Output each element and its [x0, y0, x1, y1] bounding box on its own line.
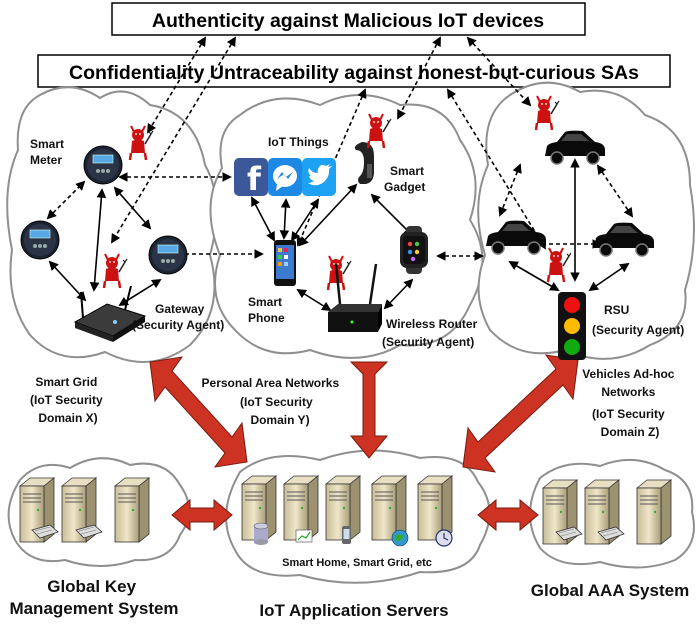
gateway-label: Gateway (Security Agent) [132, 302, 224, 332]
iot-things-label: IoT Things [268, 135, 329, 149]
rsu-label: RSU (Security Agent) [592, 303, 684, 337]
globe-icon [391, 529, 409, 547]
smart-gadget-label: Smart Gadget [384, 164, 427, 194]
pan-domain-label: Personal Area Networks (IoT Security Dom… [202, 376, 343, 427]
twitter-icon [302, 158, 336, 196]
big-arrow-kms-servers [171, 498, 233, 532]
authenticity-box [111, 2, 586, 36]
wireless-router-label: Wireless Router (Security Agent) [382, 317, 481, 349]
smart-grid-domain-label: Smart Grid (IoT Security Domain X) [30, 375, 106, 425]
smart-meter-top [83, 145, 123, 185]
aaa-label: Global AAA System [531, 581, 689, 600]
kms-label: Global Key Management System [9, 577, 178, 618]
gateway-router-icon [73, 285, 147, 342]
messenger-icon [268, 158, 302, 196]
aaa-servers [542, 479, 672, 545]
app-servers-label: IoT Application Servers [259, 601, 448, 620]
wireless-router-icon [328, 263, 382, 332]
smart-meter-label: Smart Meter [30, 137, 67, 167]
solid-links [48, 158, 630, 312]
confidentiality-label: Confidentiality Untraceability against h… [69, 62, 639, 84]
cloud-vanet [477, 81, 695, 360]
big-arrow-rsu-servers [462, 354, 579, 473]
smart-gadget-icon [354, 142, 374, 184]
chart-icon [295, 529, 313, 543]
vanet-domain-label: Vehicles Ad-hoc Networks (IoT Security D… [582, 367, 678, 439]
phone-icon [342, 526, 351, 544]
smart-meter-left [20, 220, 60, 260]
servers-caption: Smart Home, Smart Grid, etc [282, 557, 432, 569]
app-servers [241, 475, 453, 547]
clock-icon [435, 529, 453, 547]
kms-servers [19, 477, 150, 543]
big-arrow-servers-aaa [477, 498, 539, 532]
big-arrow-gateway-servers [149, 356, 248, 468]
big-arrows [149, 354, 579, 532]
svg-text:f: f [247, 160, 262, 198]
smart-meter-right [148, 235, 188, 275]
smart-phone-icon [274, 240, 296, 286]
traffic-light-icon [558, 292, 586, 360]
smart-phone-label: Smart Phone [248, 295, 285, 325]
database-icon [253, 522, 269, 545]
authenticity-label: Authenticity against Malicious IoT devic… [152, 10, 544, 32]
smart-watch-icon [400, 226, 428, 274]
facebook-icon: f [234, 158, 268, 198]
big-arrow-router-servers [349, 361, 389, 459]
